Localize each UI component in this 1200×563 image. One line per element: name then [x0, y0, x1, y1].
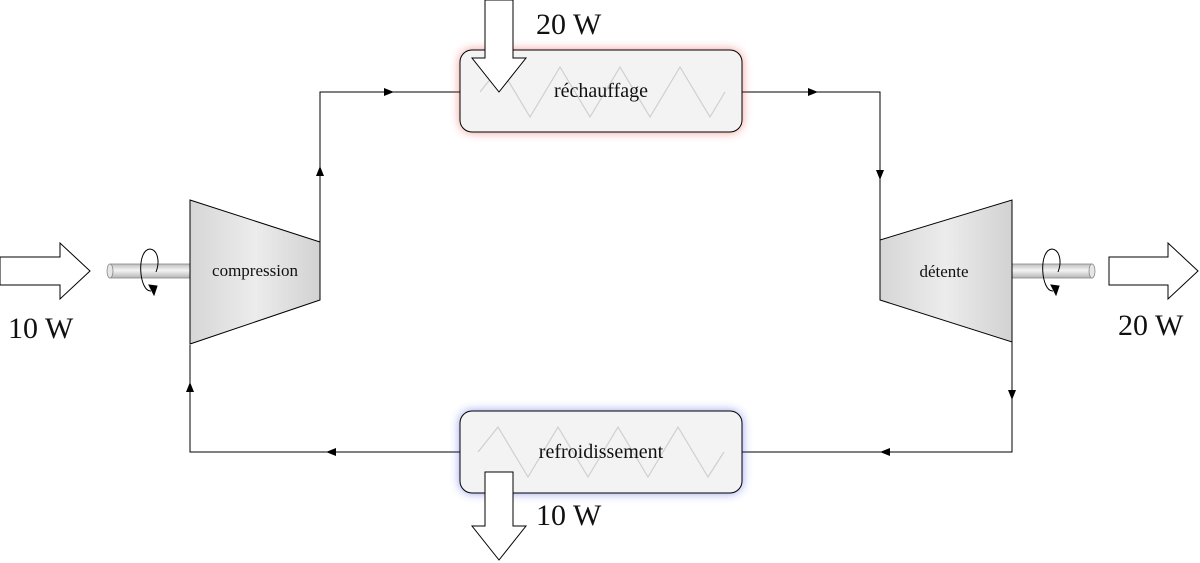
flow-arrow-right-top — [384, 88, 394, 96]
work-output-arrow — [1108, 241, 1199, 301]
work-output-power: 20 W — [1118, 309, 1184, 342]
turbine-rotation-icon — [1042, 248, 1061, 297]
heat-input-arrow — [470, 0, 528, 93]
compressor-shaft — [109, 263, 193, 279]
work-input-power: 10 W — [8, 312, 74, 345]
cooler-zigzag — [477, 425, 725, 479]
flow-arrow-down-right — [876, 170, 884, 180]
flow-arrow-left-bottom — [880, 448, 890, 456]
compressor: compression — [106, 199, 321, 345]
heater-label: réchauffage — [554, 80, 648, 102]
flow-arrow-left-bottom-2 — [326, 448, 336, 456]
turbine-shaft — [1009, 263, 1093, 279]
flow-arrow-up-left-bottom — [186, 382, 194, 392]
cooler-label: refroidissement — [539, 441, 664, 463]
heater-box: réchauffage — [459, 49, 743, 133]
heat-output-arrow — [470, 471, 528, 561]
heat-output-power: 10 W — [536, 499, 602, 532]
compressor-rotation-icon — [140, 248, 159, 297]
cycle-lines — [189, 91, 1013, 453]
turbine-label: détente — [919, 262, 968, 281]
compressor-label: compression — [212, 261, 298, 280]
cooler-box: refroidissement — [459, 410, 743, 494]
flow-arrow-down-right-2 — [1008, 390, 1016, 400]
flow-arrow-right-top-2 — [808, 88, 818, 96]
heater-zigzag — [479, 65, 726, 119]
turbine: détente — [879, 199, 1096, 343]
flow-arrows — [186, 88, 1016, 456]
heat-input-power: 20 W — [536, 8, 602, 41]
work-input-arrow — [0, 241, 91, 301]
flow-arrow-up-left-top — [316, 166, 324, 176]
